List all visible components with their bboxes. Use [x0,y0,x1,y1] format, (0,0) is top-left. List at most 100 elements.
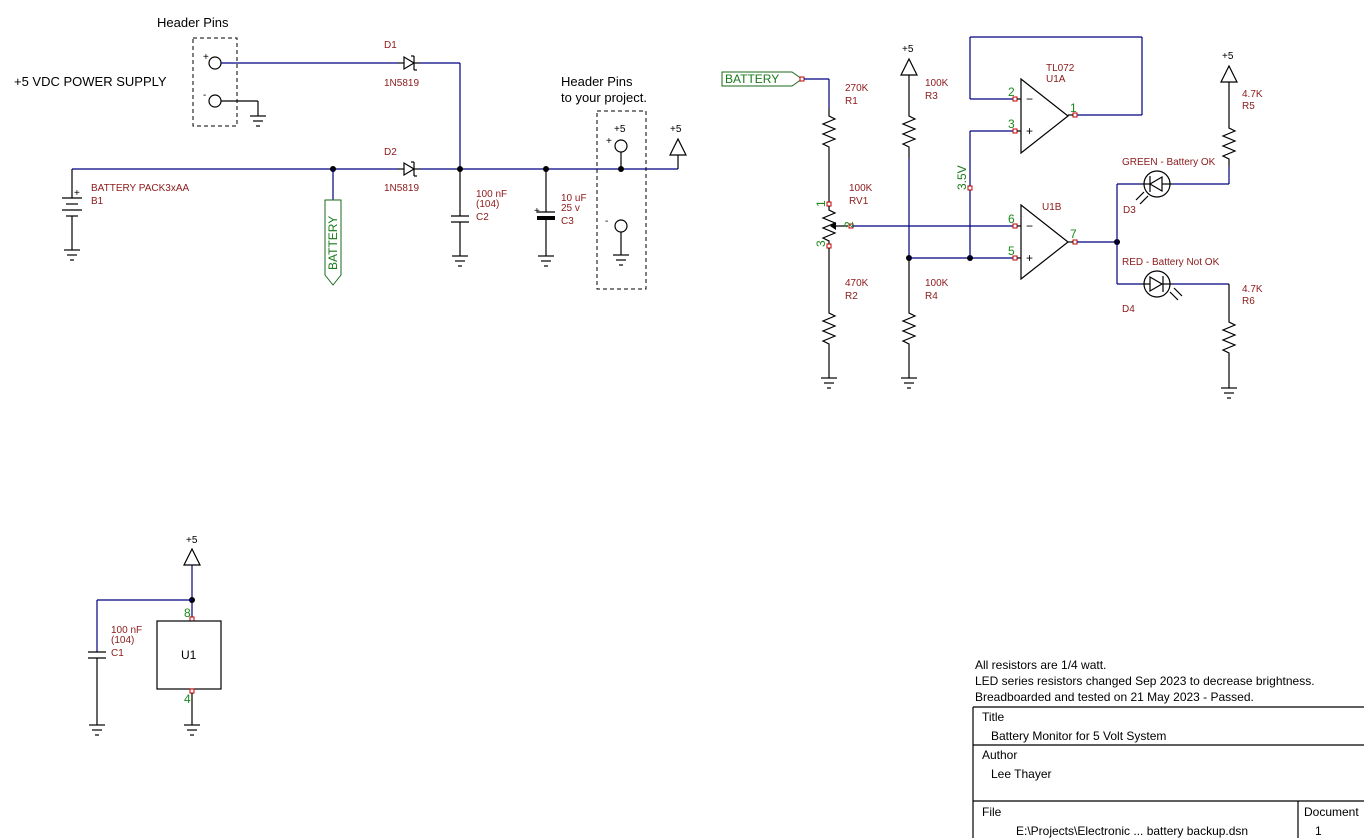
c2-ref: C2 [476,212,489,223]
u1b-ref: U1B [1042,202,1062,213]
u1b-pin5: 5 [1008,244,1015,258]
led-d3: GREEN - Battery OK D3 [1122,157,1216,216]
power-plus-sign: + [203,52,209,63]
r4-value: 100K [925,278,949,289]
ground-symbol [250,115,266,127]
rv1-pin1: 1 [814,200,828,207]
u1-power-section: +5 8 U1 4 [96,535,222,736]
u1a-part: TL072 [1046,63,1075,74]
c3-value: 10 uF [561,193,587,204]
r5-plus5-label: +5 [1222,51,1234,62]
resistor-r1: 270K R1 [821,83,869,204]
u1a-ref: U1A [1046,74,1066,85]
power-minus-sign: - [203,90,206,101]
ground-symbol [538,255,554,267]
power-plus-pin[interactable] [208,56,222,70]
note-2: LED series resistors changed Sep 2023 to… [975,674,1315,688]
power-supply-section: Header Pins +5 VDC POWER SUPPLY + - [14,15,398,127]
ground-symbol [613,254,629,266]
notes-block: All resistors are 1/4 watt. LED series r… [975,658,1315,704]
u1b-pin6: 6 [1008,212,1015,226]
c1-value: 100 nF [111,625,142,636]
plus5-label: +5 [670,124,682,135]
battery-net-label-text-2: BATTERY [725,72,779,86]
resistor-r3: +5 100K R3 [900,44,949,258]
battery-net-label-horizontal: BATTERY [721,71,830,108]
ground-symbol [89,724,105,736]
ground-symbol [184,724,200,736]
header-pins-title: Header Pins [157,15,229,30]
r3-ref: R3 [925,91,938,102]
led-d4: RED - Battery Not OK D4 [1122,257,1220,315]
u1b-pin7: 7 [1070,227,1077,241]
u1a-pin1: 1 [1070,101,1077,115]
resistor-r5: +5 4.7K R5 [1220,51,1263,184]
file-value: E:\Projects\Electronic ... battery backu… [1016,824,1248,838]
d1-value: 1N5819 [384,78,419,89]
project-header-section: Header Pins to your project. +5 + - [561,74,647,290]
document-label: Document [1304,805,1359,819]
ref-voltage-label: 3.5V [955,165,969,190]
r5-ref: R5 [1242,101,1255,112]
author-label: Author [982,748,1017,762]
u1-pin4: 4 [184,692,191,706]
c3-ref: C3 [561,216,574,227]
project-plus5: +5 [614,124,626,135]
project-header-box [596,110,647,290]
potentiometer-rv1: 1 2 3 100K RV1 [814,183,873,249]
d4-label: RED - Battery Not OK [1122,257,1220,268]
c3-plus-mark: + [534,206,540,217]
ground-symbol [64,249,80,261]
r6-value: 4.7K [1242,284,1263,295]
note-3: Breadboarded and tested on 21 May 2023 -… [975,690,1254,704]
resistor-r2: 470K R2 [821,248,869,389]
power-header-box [192,37,238,127]
project-minus-pin[interactable] [614,219,628,233]
d3-ref: D3 [1123,205,1136,216]
power-supply-label: +5 VDC POWER SUPPLY [14,74,167,89]
b1-ref: B1 [91,196,104,207]
u1-body [156,620,222,690]
r5-value: 4.7K [1242,89,1263,100]
c1-ref: C1 [111,648,124,659]
r1-ref: R1 [845,96,858,107]
u1-plus5-label: +5 [186,535,198,546]
u1b-plus: + [1026,251,1033,265]
u1a-pin3: 3 [1008,117,1015,131]
project-header-title-2: to your project. [561,90,647,105]
project-plus: + [606,136,612,147]
rv1-pin3: 3 [814,240,828,247]
u1-ref: U1 [181,648,197,662]
ground-symbol [1221,387,1237,399]
note-1: All resistors are 1/4 watt. [975,658,1106,672]
r3-value: 100K [925,78,949,89]
battery-net-label-text: BATTERY [326,216,340,270]
power-minus-pin[interactable] [208,94,222,108]
battery-net-label-vertical: BATTERY [324,166,342,286]
diode-d2: D2 1N5819 [384,147,420,194]
opamp-u1b: − + 6 5 7 U1B [1008,202,1078,281]
opamp-u1a: − + 2 3 1 TL072 U1A [1008,63,1078,155]
d1-ref: D1 [384,40,397,51]
r3-plus5-label: +5 [902,44,914,55]
b1-plus-mark: + [74,188,80,199]
title-block: Title Battery Monitor for 5 Volt System … [972,706,1364,838]
b1-name: BATTERY PACK3xAA [91,183,190,194]
title-value: Battery Monitor for 5 Volt System [991,729,1166,743]
r2-ref: R2 [845,291,858,302]
document-value: 1 [1315,824,1322,838]
project-header-title-1: Header Pins [561,74,633,89]
resistor-r4: 100K R4 [901,258,949,389]
rv1-ref: RV1 [849,196,869,207]
project-plus-pin[interactable] [614,139,628,153]
file-label: File [982,805,1002,819]
capacitor-c3: + 10 uF 25 v C3 [534,169,587,267]
rv1-pin2: 2 [842,221,856,228]
c1-code: (104) [111,635,134,646]
resistor-r6: 4.7K R6 [1221,284,1263,399]
r1-value: 270K [845,83,869,94]
c3-voltage: 25 v [561,203,580,214]
r2-value: 470K [845,278,869,289]
c2-value: 100 nF [476,189,507,200]
